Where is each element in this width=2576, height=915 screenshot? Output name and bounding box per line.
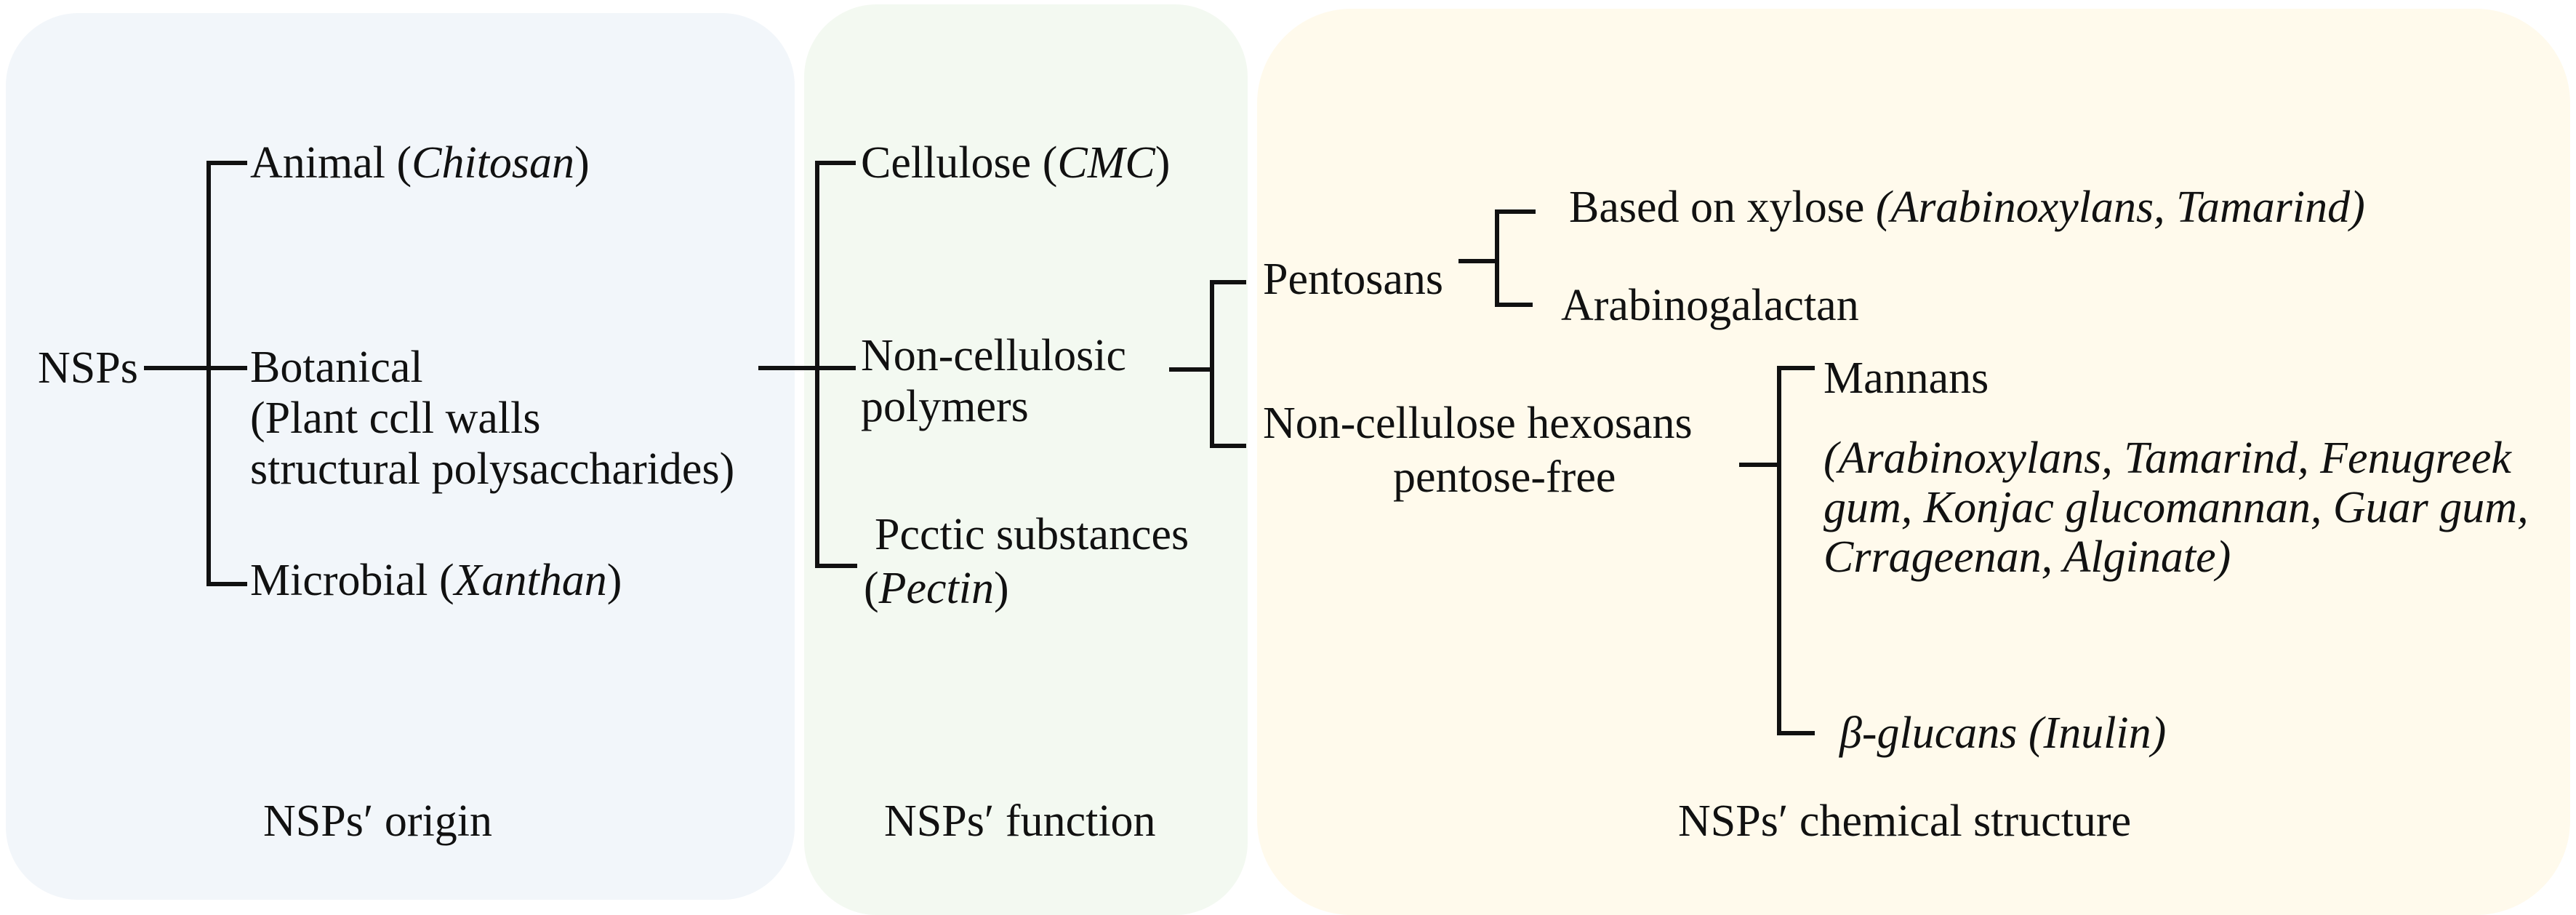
pentosans-bracket-vertical-line <box>1495 209 1499 307</box>
node-pectic-line2: (Pectin) <box>864 564 1009 613</box>
origin-caption: NSPs′ origin <box>263 796 493 846</box>
node-mannans-examples: (Arabinoxylans, Tamarind, Fenugreek gum,… <box>1823 433 2529 582</box>
hexosans-connector-line <box>1739 463 1780 467</box>
origin-panel <box>6 13 795 900</box>
node-non-cellulosic: Non-cellulosic polymers <box>861 331 1127 431</box>
structure-panel <box>1257 9 2570 915</box>
node-mannans-title: Mannans <box>1823 353 1989 403</box>
mannans-stub-line <box>1777 366 1815 370</box>
origin-animal-stub-line <box>206 161 247 165</box>
structure-caption: NSPs′ chemical structure <box>1678 796 2132 846</box>
origin-microbial-stub-line <box>206 582 247 586</box>
node-nsps-root: NSPs <box>38 343 138 393</box>
xylose-stub-line <box>1495 209 1536 214</box>
node-hexosans-line2: pentose-free <box>1393 452 1616 502</box>
origin-root-connector-line <box>144 366 247 370</box>
function-cellulose-stub-line <box>815 161 856 165</box>
arabinogalactan-stub-line <box>1495 303 1533 307</box>
hexosans-stub-line <box>1210 444 1246 448</box>
node-beta-glucans: β-glucans (Inulin) <box>1839 708 2167 758</box>
structure-bracket-vertical-line <box>1210 280 1214 448</box>
pentosans-stub-line <box>1210 280 1246 284</box>
node-pentosans: Pentosans <box>1263 255 1443 304</box>
beta-glucans-stub-line <box>1777 731 1815 735</box>
node-cellulose: Cellulose (CMC) <box>861 138 1171 188</box>
function-panel <box>804 4 1248 915</box>
nsps-root-label: NSPs <box>38 343 138 393</box>
hexosans-bracket-vertical-line <box>1777 366 1781 735</box>
function-bracket-vertical-line <box>815 161 819 568</box>
node-hexosans-line1: Non-cellulose hexosans <box>1263 399 1693 448</box>
origin-bracket-vertical-line <box>206 161 211 586</box>
node-based-on-xylose: Based on xylose (Arabinoxylans, Tamarind… <box>1569 183 2365 232</box>
node-microbial: Microbial (Xanthan) <box>250 556 622 605</box>
function-mid-connector-line <box>758 366 856 370</box>
function-pectic-stub-line <box>815 564 857 568</box>
node-pectic-line1: Pcctic substances <box>875 510 1189 559</box>
function-caption: NSPs′ function <box>884 796 1156 846</box>
node-botanical: Botanical (Plant ccll walls structural p… <box>250 343 735 494</box>
structure-root-connector-line <box>1169 367 1214 372</box>
node-arabinogalactan: Arabinogalactan <box>1561 281 1859 330</box>
node-animal: Animal (Chitosan) <box>250 138 590 188</box>
pentosans-connector-line <box>1458 259 1498 263</box>
